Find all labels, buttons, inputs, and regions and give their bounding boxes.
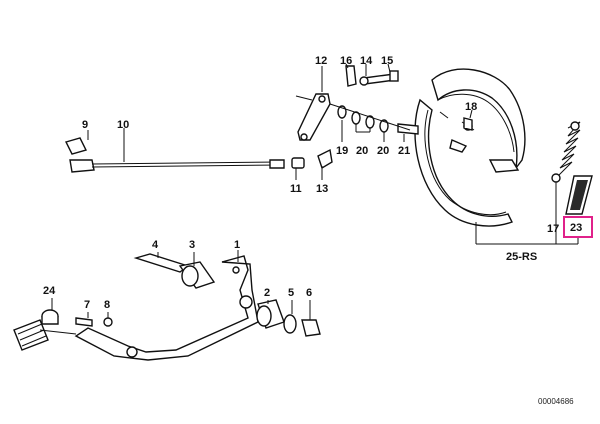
label-part-24[interactable]: 24 <box>43 285 56 297</box>
highlight-box <box>563 216 593 238</box>
leader-lines <box>51 63 579 320</box>
label-part-6[interactable]: 6 <box>306 287 312 299</box>
label-part-18[interactable]: 18 <box>465 101 477 113</box>
label-part-16[interactable]: 16 <box>340 55 352 67</box>
label-part-17[interactable]: 17 <box>547 223 559 235</box>
label-part-9[interactable]: 9 <box>82 119 88 131</box>
label-part-19[interactable]: 19 <box>336 145 348 157</box>
label-part-12[interactable]: 12 <box>315 55 327 67</box>
part-labels: 9 10 12 16 14 15 18 19 20 20 21 11 13 17… <box>43 55 559 311</box>
label-part-11[interactable]: 11 <box>290 183 302 195</box>
brake-shoe-drawing <box>414 68 526 227</box>
diagram-code: 00004686 <box>538 397 574 406</box>
label-part-13[interactable]: 13 <box>316 183 328 195</box>
label-part-15[interactable]: 15 <box>381 55 393 67</box>
label-part-23[interactable]: 23 <box>570 222 582 234</box>
label-part-7[interactable]: 7 <box>84 299 90 311</box>
label-part-20a[interactable]: 20 <box>356 145 368 157</box>
label-part-21[interactable]: 21 <box>398 145 410 157</box>
label-part-2[interactable]: 2 <box>264 287 270 299</box>
label-part-14[interactable]: 14 <box>360 55 373 67</box>
pedal-drawing <box>13 253 321 361</box>
label-part-8[interactable]: 8 <box>104 299 110 311</box>
label-part-25-rs[interactable]: 25-RS <box>506 251 537 263</box>
label-part-3[interactable]: 3 <box>189 239 195 251</box>
cable-drawing <box>64 137 285 173</box>
highlight-part-23[interactable]: 23 <box>563 216 593 238</box>
label-part-20b[interactable]: 20 <box>377 145 389 157</box>
label-part-4[interactable]: 4 <box>152 239 159 251</box>
label-part-10[interactable]: 10 <box>117 119 129 131</box>
label-part-5[interactable]: 5 <box>288 287 294 299</box>
spring-drawing <box>551 121 593 226</box>
label-part-1[interactable]: 1 <box>234 239 240 251</box>
